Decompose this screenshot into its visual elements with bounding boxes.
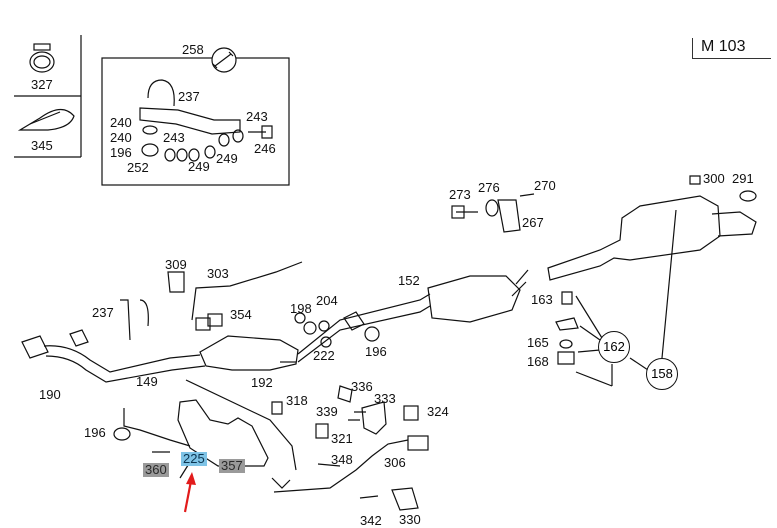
part-291[interactable]: 291 (732, 171, 754, 186)
exhaust-pipe (297, 305, 431, 363)
rubber-mount (497, 199, 521, 233)
bracket-icon (120, 299, 149, 341)
rear-muffler (547, 195, 721, 281)
gasket-icon (139, 107, 241, 135)
part-192[interactable]: 192 (251, 375, 273, 390)
flange-icon (21, 335, 49, 359)
part-252[interactable]: 252 (127, 160, 149, 175)
part-303[interactable]: 303 (207, 266, 229, 281)
part-321[interactable]: 321 (331, 431, 353, 446)
sensor-cable (191, 261, 303, 321)
part-196[interactable]: 196 (365, 344, 387, 359)
part-243[interactable]: 243 (163, 130, 185, 145)
tail-pipe (711, 211, 757, 237)
bracket-icon (361, 401, 387, 435)
hanger-icon (167, 271, 185, 293)
model-label: M 103 (692, 38, 771, 59)
part-273[interactable]: 273 (449, 187, 471, 202)
o2-sensor-wire (273, 439, 409, 493)
part-306[interactable]: 306 (384, 455, 406, 470)
part-324[interactable]: 324 (427, 404, 449, 419)
wrench-icon (211, 47, 237, 73)
part-240[interactable]: 240 (110, 115, 132, 130)
part-360-dimmed[interactable]: 360 (143, 462, 169, 477)
bracket-icon (147, 79, 175, 107)
part-237[interactable]: 237 (178, 89, 200, 104)
catalytic-converter (199, 335, 299, 371)
part-318[interactable]: 318 (286, 393, 308, 408)
part-222[interactable]: 222 (313, 348, 335, 363)
red-pointer-arrow (183, 472, 196, 513)
callout-162[interactable]: 162 (598, 331, 630, 363)
part-237[interactable]: 237 (92, 305, 114, 320)
part-149[interactable]: 149 (136, 374, 158, 389)
part-163[interactable]: 163 (531, 292, 553, 307)
part-342[interactable]: 342 (360, 513, 382, 528)
part-333[interactable]: 333 (374, 391, 396, 406)
exhaust-pipe (43, 345, 201, 373)
part-165[interactable]: 165 (527, 335, 549, 350)
part-196[interactable]: 196 (84, 425, 106, 440)
part-309[interactable]: 309 (165, 257, 187, 272)
part-196[interactable]: 196 (110, 145, 132, 160)
part-348[interactable]: 348 (331, 452, 353, 467)
part-270[interactable]: 270 (534, 178, 556, 193)
part-276[interactable]: 276 (478, 180, 500, 195)
part-357-dimmed[interactable]: 357 (219, 458, 245, 473)
legend-part-345[interactable]: 345 (31, 138, 53, 153)
part-300[interactable]: 300 (703, 171, 725, 186)
part-240[interactable]: 240 (110, 130, 132, 145)
callout-158[interactable]: 158 (646, 358, 678, 390)
bolt-icon (248, 125, 273, 139)
heat-shield (177, 399, 269, 467)
part-249[interactable]: 249 (188, 159, 210, 174)
part-246[interactable]: 246 (254, 141, 276, 156)
o2-sensor-wire (185, 379, 297, 471)
part-204[interactable]: 204 (316, 293, 338, 308)
flange-icon (69, 329, 89, 347)
heat-shield-bracket (123, 408, 191, 447)
part-267[interactable]: 267 (522, 215, 544, 230)
part-249[interactable]: 249 (216, 151, 238, 166)
legend-part-327[interactable]: 327 (31, 77, 53, 92)
kit-label[interactable]: 258 (182, 42, 204, 57)
part-339[interactable]: 339 (316, 404, 338, 419)
clamp-icon (29, 43, 55, 73)
strap-icon (17, 108, 75, 131)
part-190[interactable]: 190 (39, 387, 61, 402)
part-225-selected[interactable]: 225 (181, 451, 207, 466)
part-152[interactable]: 152 (398, 273, 420, 288)
front-muffler (427, 275, 521, 323)
part-168[interactable]: 168 (527, 354, 549, 369)
part-330[interactable]: 330 (399, 512, 421, 527)
kit-box (101, 57, 290, 186)
exhaust-pipe (45, 355, 206, 383)
part-198[interactable]: 198 (290, 301, 312, 316)
exhaust-pipe (297, 293, 431, 355)
part-243[interactable]: 243 (246, 109, 268, 124)
part-354[interactable]: 354 (230, 307, 252, 322)
part-336[interactable]: 336 (351, 379, 373, 394)
